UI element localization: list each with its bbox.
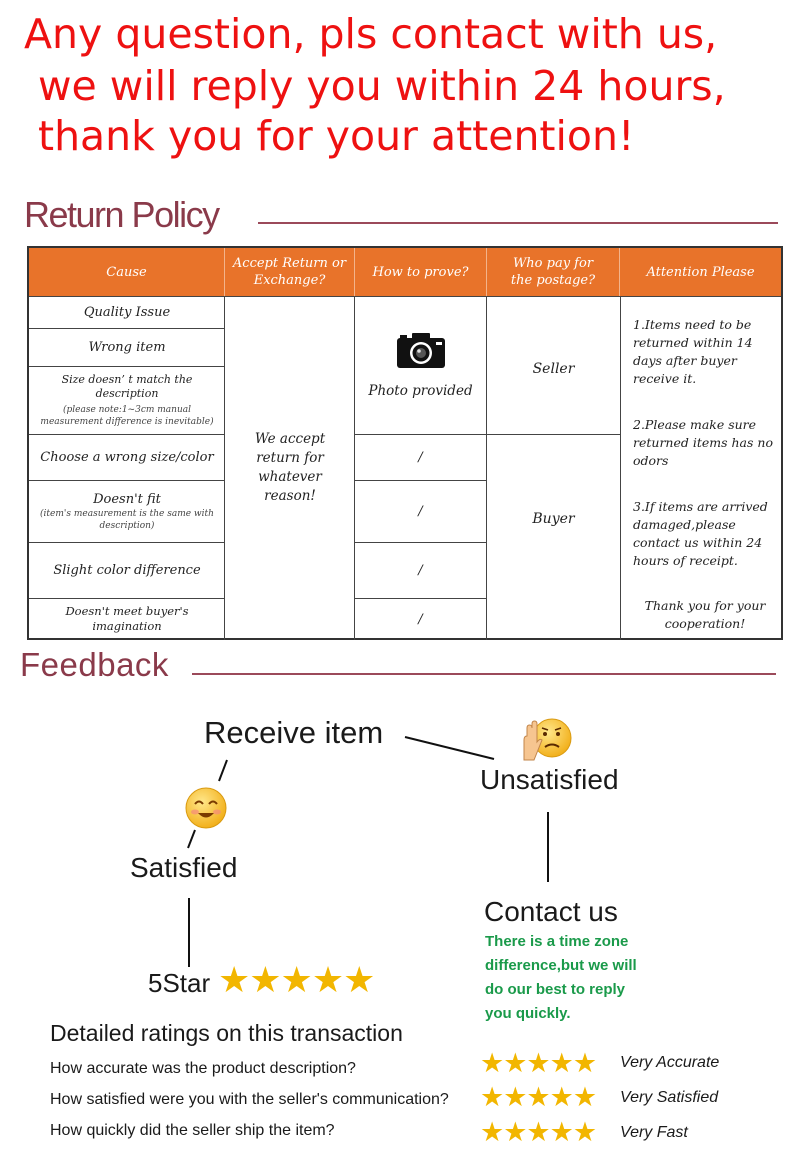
table-divider [29,296,781,297]
table-divider [29,366,225,367]
table-divider [29,480,225,481]
return-policy-rule [258,222,778,224]
rating-question-communication: How satisfied were you with the seller's… [50,1091,449,1108]
cause-label: Quality Issue [83,304,171,320]
table-divider [354,434,487,435]
cause-note: (please note:1~3cm manual measurement di… [40,404,214,427]
rating-stars-shipping: ★★★★★ [480,1117,597,1148]
table-divider [29,598,225,599]
cause-wrong-item: Wrong item [29,328,225,366]
header-cause: Cause [29,248,225,296]
attention-thanks: Thank you for your cooperation! [644,598,766,631]
cause-color-difference: Slight color difference [29,542,225,598]
cause-label: Doesn't meet buyer's imagination [65,604,189,633]
cause-label: Choose a wrong size/color [40,449,214,465]
table-divider [486,434,621,435]
five-star-label: 5Star [148,968,211,998]
contact-note-line: There is a time zone [485,933,629,950]
accept-return-cell: We accept return for whatever reason! [225,296,355,640]
table-divider [354,480,487,481]
unsatisfied-face-icon [523,718,572,761]
proof-none: / [418,503,423,519]
cause-label: Size doesn’ t match the description [61,372,193,400]
rating-label-communication: Very Satisfied [620,1089,719,1106]
notice-line-3: thank you for your attention! [38,112,635,160]
feedback-title: Feedback [20,646,169,683]
payer-buyer: Buyer [532,510,575,527]
cause-note: (item's measurement is the same with des… [40,508,214,531]
proof-none-cell: / [355,434,486,480]
return-policy-table: Cause Accept Return or Exchange? How to … [27,246,783,640]
proof-none: / [418,449,423,465]
payer-seller: Seller [532,360,575,377]
satisfied-label: Satisfied [130,852,238,883]
ratings-title: Detailed ratings on this transaction [50,1020,403,1046]
rating-stars-accuracy: ★★★★★ [480,1048,597,1079]
payer-seller-cell: Seller [487,296,620,442]
cause-label: Doesn't fit [93,491,161,507]
table-divider [354,296,355,640]
proof-photo-text: Photo provided [368,382,473,399]
table-divider [354,598,487,599]
proof-none-cell: / [355,542,486,598]
proof-photo-cell: Photo provided [355,296,486,434]
table-divider [486,296,487,640]
feedback-connectors [187,736,549,967]
cause-label: Wrong item [88,339,166,355]
payer-buyer-cell: Buyer [487,434,620,670]
proof-none-cell: / [355,480,486,542]
proof-none: / [418,611,423,627]
header-accept: Accept Return or Exchange? [225,248,355,296]
five-star-rating-stars: ★★★★★ [218,960,375,1001]
header-attention: Attention Please [620,248,781,296]
feedback-rule [192,673,776,675]
rating-question-accuracy: How accurate was the product description… [50,1060,356,1077]
table-divider [224,296,225,640]
cause-quality-issue: Quality Issue [29,296,225,328]
contact-note-line: you quickly. [485,1005,571,1022]
accept-text: We accept return for whatever reason! [254,431,326,504]
contact-note-line: difference,but we will [485,957,637,974]
rating-label-accuracy: Very Accurate [620,1054,720,1071]
table-divider [29,542,225,543]
notice-line-1: Any question, pls contact with us, [24,10,718,58]
table-divider [354,542,487,543]
table-divider [620,296,621,640]
smiley-face-icon [185,787,227,829]
cause-doesnt-fit: Doesn't fit (item's measurement is the s… [29,480,225,542]
camera-icon [396,332,445,368]
rating-label-shipping: Very Fast [620,1124,688,1141]
attention-note-3: 3.If items are arrived damaged,please co… [633,499,768,568]
rating-question-shipping: How quickly did the seller ship the item… [50,1122,335,1139]
cause-size-mismatch: Size doesn’ t match the description (ple… [29,366,225,434]
contact-note-line: do our best to reply [485,981,626,998]
table-divider [29,328,225,329]
header-prove: How to prove? [355,248,487,296]
receive-item-label: Receive item [204,715,384,750]
attention-note-2: 2.Please make sure returned items has no… [633,417,773,468]
rating-stars-communication: ★★★★★ [480,1082,597,1113]
cause-label: Slight color difference [53,562,201,578]
return-policy-title: Return Policy [24,194,220,235]
contact-us-label: Contact us [484,896,618,927]
header-postage: Who pay for the postage? [487,248,620,296]
notice-line-2: we will reply you within 24 hours, [38,62,726,110]
attention-note-1: 1.Items need to be returned within 14 da… [633,317,753,386]
unsatisfied-label: Unsatisfied [480,764,619,795]
table-divider [29,434,225,435]
proof-none: / [418,562,423,578]
cause-imagination: Doesn't meet buyer's imagination [29,598,225,640]
proof-none-cell: / [355,598,486,640]
cause-wrong-size-color: Choose a wrong size/color [29,434,225,480]
